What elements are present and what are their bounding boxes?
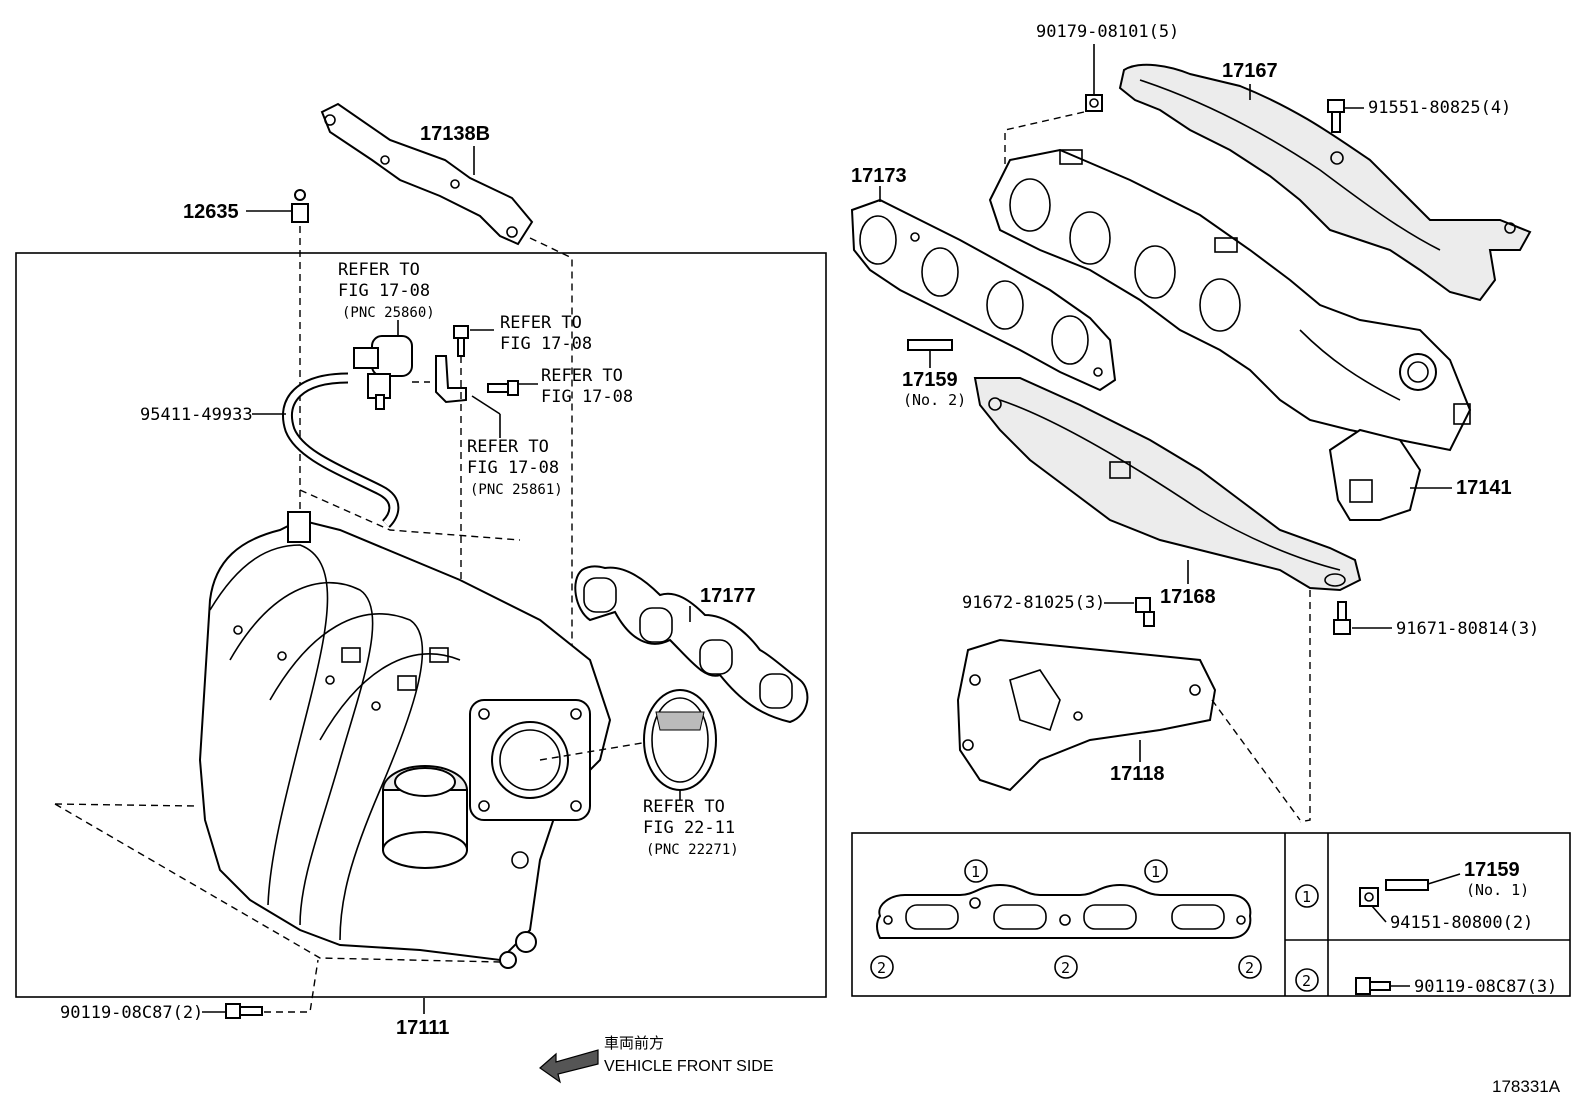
heat-insulator-17168 bbox=[973, 377, 1362, 592]
bolt-refer-2 bbox=[453, 325, 469, 357]
bolt-91672 bbox=[1135, 597, 1155, 627]
marker-2-key: 2 bbox=[1295, 968, 1319, 992]
label-17141: 17141 bbox=[1456, 477, 1512, 499]
label-17177: 17177 bbox=[700, 585, 756, 607]
bracket-17138b bbox=[320, 102, 534, 246]
label-17111: 17111 bbox=[396, 1017, 449, 1039]
refer-note-5: REFER TO FIG 22-11 (PNC 22271) bbox=[643, 797, 745, 858]
intake-group-frame bbox=[15, 252, 827, 998]
label-17159-no2-sub: (No. 2) bbox=[903, 391, 966, 409]
throttle-gasket bbox=[643, 689, 717, 791]
legend-table bbox=[851, 832, 1571, 997]
label-17118: 17118 bbox=[1110, 763, 1165, 785]
intake-manifold-17111 bbox=[198, 511, 612, 969]
refer-note-3: REFER TO FIG 17-08 bbox=[541, 366, 633, 407]
svg-text:2: 2 bbox=[1245, 959, 1254, 977]
svg-text:2: 2 bbox=[1302, 972, 1311, 990]
bolt-refer-3 bbox=[487, 380, 519, 396]
label-17167: 17167 bbox=[1222, 60, 1278, 82]
label-17159-no1: 17159 bbox=[1464, 859, 1520, 881]
refer-note-2: REFER TO FIG 17-08 bbox=[500, 313, 592, 354]
label-91672-81025-3: 91672-81025(3) bbox=[962, 593, 1105, 613]
stay-17118 bbox=[956, 638, 1217, 792]
stud-17159-no2 bbox=[907, 339, 953, 351]
heat-insulator-17167 bbox=[1118, 63, 1532, 302]
gasket-location-diagram bbox=[876, 883, 1252, 939]
label-90119-08c87-3: 90119-08C87(3) bbox=[1414, 977, 1557, 997]
bolt-91671 bbox=[1333, 601, 1351, 635]
bracket-17141 bbox=[1328, 428, 1422, 521]
gasket-17173 bbox=[850, 198, 1117, 392]
leader-refer-4 bbox=[471, 395, 501, 415]
label-90119-08c87-2: 90119-08C87(2) bbox=[60, 1003, 203, 1023]
svg-text:2: 2 bbox=[877, 959, 886, 977]
label-91551-80825-4: 91551-80825(4) bbox=[1368, 98, 1511, 118]
bolt-90119-3 bbox=[1355, 977, 1391, 995]
label-17159-no1-sub: (No. 1) bbox=[1466, 881, 1529, 899]
direction-label-jp: 車両前方 bbox=[604, 1034, 664, 1052]
vsv-valve bbox=[353, 335, 413, 410]
leader-94151 bbox=[1371, 905, 1387, 923]
marker-1-a: 1 bbox=[964, 859, 988, 883]
dash-90179 bbox=[1004, 111, 1085, 165]
arrow-left-icon bbox=[539, 1049, 599, 1084]
valve-bracket bbox=[435, 355, 467, 404]
label-91671-80814-3: 91671-80814(3) bbox=[1396, 619, 1539, 639]
stud-17159-no1 bbox=[1385, 879, 1429, 891]
svg-text:1: 1 bbox=[971, 863, 980, 881]
bolt-90119-2 bbox=[225, 1003, 263, 1019]
svg-text:2: 2 bbox=[1061, 959, 1070, 977]
gasket-17177 bbox=[574, 565, 809, 724]
dash-manifold bbox=[54, 803, 501, 963]
plug-12635 bbox=[291, 189, 309, 223]
dash-17118 bbox=[1211, 699, 1301, 821]
dash-90119-2 bbox=[264, 959, 319, 1013]
dash-91671 bbox=[1299, 590, 1311, 823]
diagram-id: 178331A bbox=[1492, 1077, 1561, 1096]
label-17138b: 17138B bbox=[420, 123, 490, 145]
marker-2-c: 2 bbox=[1238, 955, 1262, 979]
label-17168: 17168 bbox=[1160, 586, 1216, 608]
label-12635: 12635 bbox=[183, 201, 239, 223]
refer-note-1: REFER TO FIG 17-08 (PNC 25860) bbox=[338, 260, 440, 321]
leader-17159-no1 bbox=[1427, 873, 1461, 885]
dash-17138b bbox=[529, 237, 573, 720]
marker-2-a: 2 bbox=[870, 955, 894, 979]
marker-1-key: 1 bbox=[1295, 884, 1319, 908]
dash-throttle bbox=[539, 739, 661, 761]
marker-2-b: 2 bbox=[1054, 955, 1078, 979]
svg-text:1: 1 bbox=[1302, 888, 1311, 906]
refer-note-4: REFER TO FIG 17-08 (PNC 25861) bbox=[467, 437, 569, 498]
label-17159-no2: 17159 bbox=[902, 369, 958, 391]
label-90179-08101-5: 90179-08101(5) bbox=[1036, 22, 1179, 42]
dash-manifold-top bbox=[299, 489, 521, 541]
marker-1-b: 1 bbox=[1144, 859, 1168, 883]
label-95411-49933: 95411-49933 bbox=[140, 405, 253, 425]
nut-94151 bbox=[1359, 887, 1379, 907]
svg-text:1: 1 bbox=[1151, 863, 1160, 881]
bolt-91551 bbox=[1327, 99, 1345, 133]
direction-label-en: VEHICLE FRONT SIDE bbox=[604, 1058, 774, 1075]
label-94151-80800-2: 94151-80800(2) bbox=[1390, 913, 1533, 933]
label-17173: 17173 bbox=[851, 165, 907, 187]
nut-90179 bbox=[1085, 94, 1103, 112]
